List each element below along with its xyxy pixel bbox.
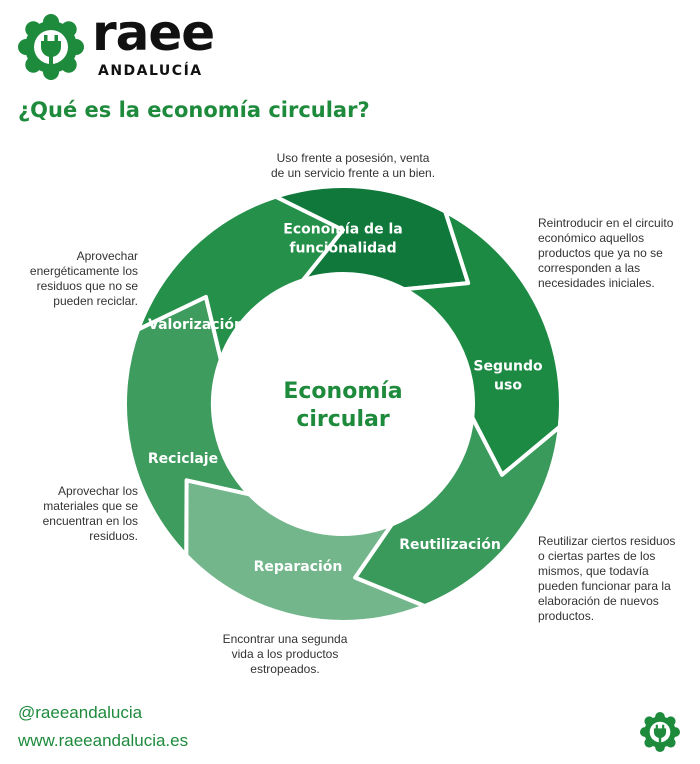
- annotation-line: elaboración de nuevos: [538, 594, 659, 608]
- annotation-line: Reutilizar ciertos residuos: [538, 534, 676, 548]
- annotation-line: productos.: [538, 609, 595, 623]
- brand-logo[interactable]: raee ANDALUCÍA: [18, 8, 218, 84]
- annotation-line: productos que ya no se: [538, 246, 663, 260]
- segment-label-funcionalidad: funcionalidad: [289, 241, 396, 257]
- plug-logo-icon: [18, 14, 84, 80]
- annotation-line: Reintroducir en el circuito: [538, 216, 674, 230]
- annotation-line: vida a los productos: [231, 647, 339, 661]
- annotation-line: pueden funcionar para la: [538, 579, 671, 593]
- annotation-line: Uso frente a posesión, venta: [276, 151, 430, 165]
- brand-region: ANDALUCÍA: [98, 63, 203, 79]
- segment-valorizacion: [136, 194, 345, 362]
- annotation-line: encuentran en los: [42, 514, 138, 528]
- social-handle-link[interactable]: @raeeandalucia: [18, 703, 143, 722]
- annotation-line: mismos, que todavía: [538, 564, 649, 578]
- annotation-line: Aprovechar los: [57, 484, 138, 498]
- annotation-line: materiales que se: [43, 499, 138, 513]
- segment-label-valorizacion: Valorización: [148, 317, 244, 333]
- annotation-line: pueden reciclar.: [53, 294, 138, 308]
- segment-label-funcionalidad: Economía de la: [283, 222, 402, 238]
- annotation-line: residuos.: [89, 529, 138, 543]
- annotation-line: energéticamente los: [29, 264, 138, 278]
- annotation-line: corresponden a las: [538, 261, 641, 275]
- center-title-line1: Economía: [283, 379, 402, 404]
- annotation-line: residuos que no se: [36, 279, 138, 293]
- segment-label-segundo-uso: Segundo: [473, 359, 543, 375]
- plug-corner-icon: [640, 712, 680, 752]
- annotation-line: o ciertas partes de los: [538, 549, 656, 563]
- page-title: ¿Qué es la economía circular?: [18, 98, 370, 122]
- annotation-line: económico aquellos: [538, 231, 645, 245]
- center-title-line2: circular: [296, 407, 390, 432]
- annotation-line: Aprovechar: [76, 249, 138, 263]
- annotation-line: estropeados.: [250, 662, 320, 676]
- annotation-line: de un servicio frente a un bien.: [270, 166, 436, 180]
- segment-label-reutilizacion: Reutilización: [399, 537, 501, 553]
- annotation-line: Encontrar una segunda: [222, 632, 348, 646]
- brand-name: raee: [92, 4, 215, 62]
- annotation-line: necesidades iniciales.: [538, 276, 655, 290]
- segment-label-reciclaje: Reciclaje: [148, 451, 218, 467]
- segment-label-segundo-uso: uso: [494, 378, 522, 394]
- website-link[interactable]: www.raeeandalucia.es: [18, 731, 189, 750]
- segment-label-reparacion: Reparación: [254, 559, 343, 575]
